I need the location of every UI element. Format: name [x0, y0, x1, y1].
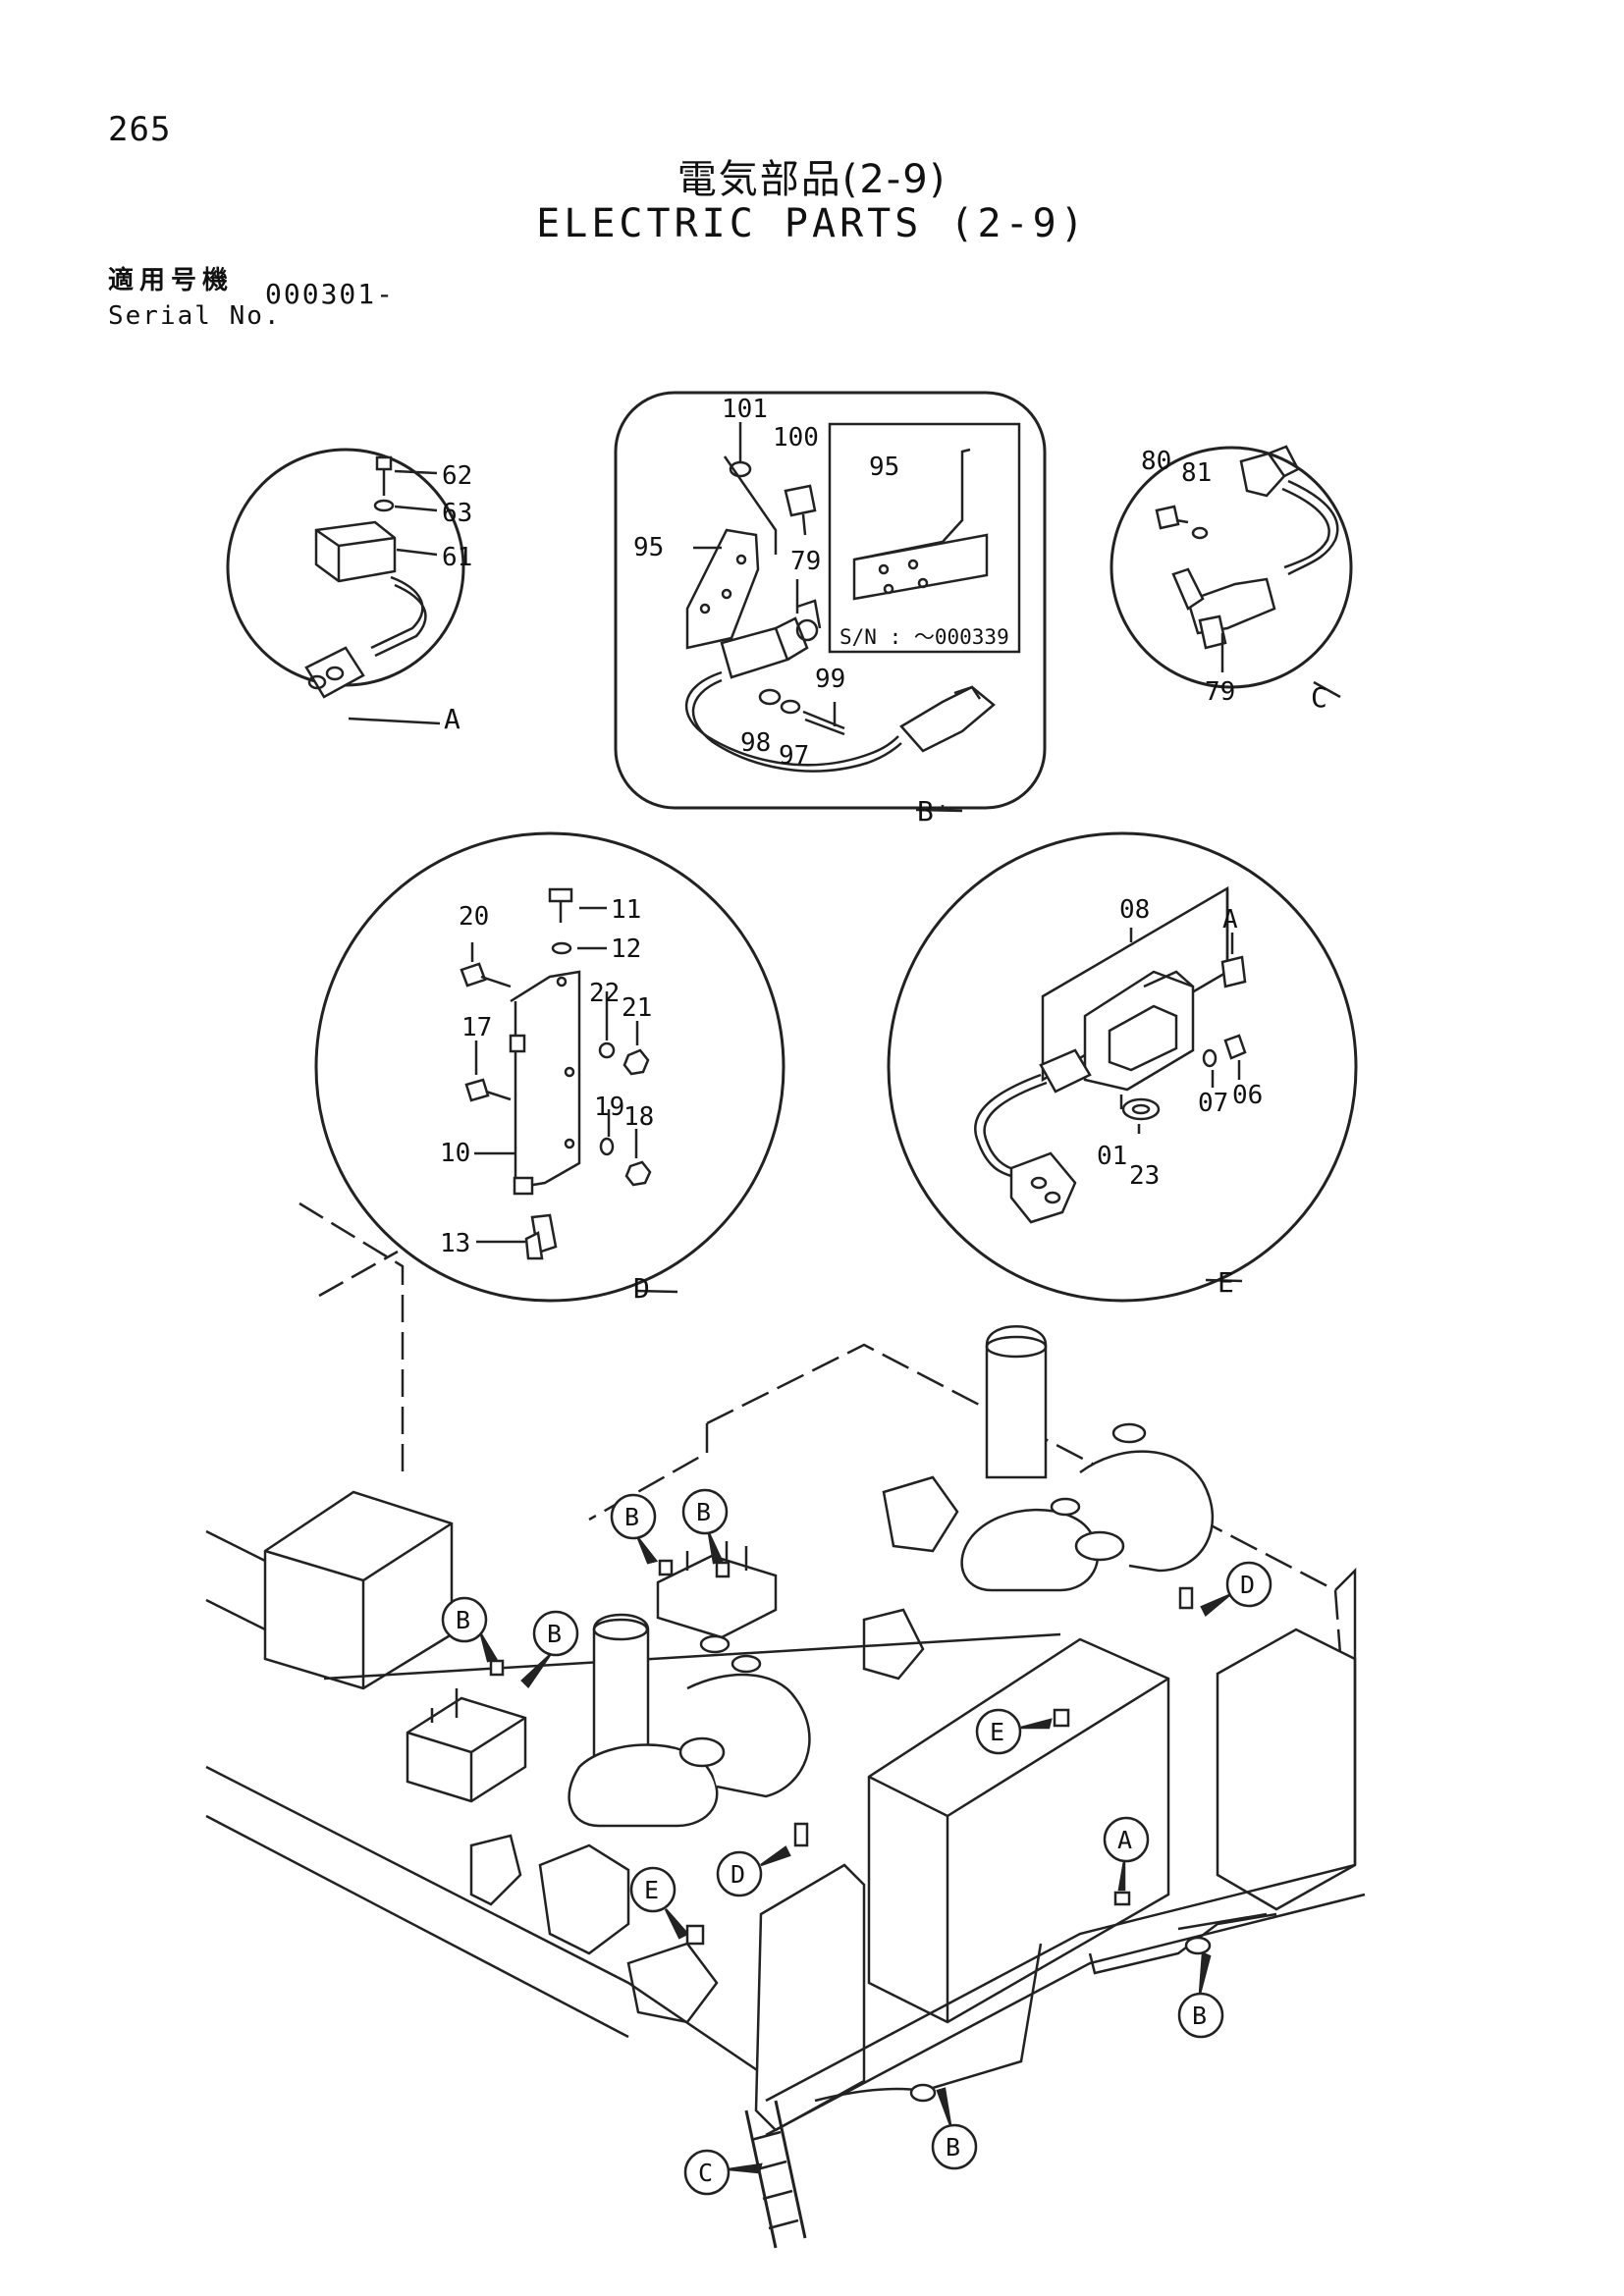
detail-c-circle: [1110, 446, 1353, 689]
detail-a-part-62: 62: [442, 461, 472, 491]
detail-c: [1110, 445, 1353, 699]
detail-e-part-23: 23: [1129, 1161, 1160, 1191]
detail-d-circle: [314, 831, 785, 1303]
callout-d-2-label: D: [731, 1860, 745, 1889]
callout-d-2: [716, 1850, 763, 1897]
detail-e-part-a: A: [1222, 905, 1238, 934]
callout-e-1: [975, 1708, 1022, 1755]
detail-c-part-79: 79: [1205, 677, 1235, 707]
detail-b-part-97: 97: [779, 741, 809, 771]
callout-b-2: [681, 1488, 729, 1535]
page-number: 265: [108, 110, 172, 149]
detail-b-part-98: 98: [740, 728, 771, 758]
callout-e-1-label: E: [990, 1718, 1004, 1746]
callout-a-1: [1103, 1816, 1150, 1863]
detail-d-part-20: 20: [459, 902, 489, 932]
detail-d-part-10: 10: [440, 1139, 470, 1168]
serial-label-english: Serial No.: [108, 301, 282, 331]
detail-a-letter: A: [444, 703, 460, 735]
detail-d-letter: D: [633, 1272, 650, 1305]
detail-e-circle: [887, 831, 1358, 1303]
detail-c-part-80: 80: [1141, 447, 1171, 476]
callout-e-2: [629, 1866, 677, 1913]
detail-d-part-18: 18: [623, 1102, 654, 1132]
detail-b-frame: [614, 391, 1047, 810]
detail-e-part-08: 08: [1119, 895, 1150, 925]
detail-b-part-79: 79: [790, 547, 821, 576]
callout-b-4: [532, 1610, 579, 1657]
callout-a-1-label: A: [1117, 1826, 1132, 1854]
main-callout-labels: B B B B D E D E A B B C: [456, 1498, 1255, 2187]
callout-c-1: [683, 2149, 731, 2196]
detail-a-labels: 62 63 61 A: [442, 461, 472, 735]
detail-d-part-17: 17: [461, 1013, 492, 1042]
detail-e-part-07: 07: [1198, 1089, 1228, 1118]
detail-b: [614, 391, 1047, 813]
detail-b-inset-frame: [828, 422, 1021, 654]
detail-e-letter: E: [1218, 1266, 1234, 1299]
callout-d-1-label: D: [1240, 1571, 1255, 1599]
detail-c-labels: 80 81 79 C: [1141, 447, 1327, 714]
callout-b-2-label: B: [696, 1498, 711, 1526]
detail-c-letter: C: [1311, 681, 1327, 714]
detail-d-part-19: 19: [594, 1093, 624, 1122]
detail-b-labels: 101 100 95 79 99 98 97 95 S/N : ～000339 …: [633, 395, 1009, 828]
title-english: ELECTRIC PARTS (2-9): [536, 201, 1088, 246]
callout-b-6: [931, 2123, 978, 2170]
detail-b-letter: B: [917, 795, 934, 828]
callout-b-5-label: B: [1192, 2002, 1207, 2030]
detail-d-part-22: 22: [589, 979, 620, 1008]
title-japanese: 電気部品(2-9): [677, 157, 947, 202]
detail-d-part-13: 13: [440, 1229, 470, 1258]
callout-b-1: [610, 1493, 657, 1540]
detail-b-inset-serial: S/N : ～000339: [839, 625, 1009, 649]
machine-outline: [205, 1201, 1366, 2249]
callout-b-4-label: B: [547, 1620, 562, 1648]
callout-b-1-label: B: [624, 1503, 639, 1531]
callout-b-3-label: B: [456, 1606, 470, 1634]
detail-d-labels: 20 11 12 22 21 17 19 18 10 13 D: [440, 895, 654, 1305]
detail-b-part-95: 95: [633, 533, 664, 562]
serial-label-japanese: 適用号機: [108, 266, 235, 295]
detail-b-part-99: 99: [815, 665, 845, 694]
detail-e-part-06: 06: [1232, 1081, 1263, 1110]
main-callouts: [441, 1488, 1272, 2196]
detail-d-part-21: 21: [622, 993, 652, 1023]
callout-d-1: [1225, 1561, 1272, 1608]
detail-c-part-81: 81: [1181, 458, 1212, 488]
detail-e-part-01: 01: [1097, 1142, 1127, 1171]
detail-a-part-63: 63: [442, 499, 472, 528]
detail-d: [314, 831, 785, 1303]
callout-e-2-label: E: [644, 1876, 659, 1904]
detail-d-part-11: 11: [611, 895, 641, 925]
callout-b-3: [441, 1596, 488, 1643]
detail-d-part-12: 12: [611, 934, 641, 964]
callout-b-6-label: B: [946, 2133, 960, 2162]
detail-a-part-61: 61: [442, 543, 472, 572]
detail-e: [887, 831, 1358, 1303]
callout-c-1-label: C: [698, 2159, 713, 2187]
serial-number-value: 000301-: [265, 278, 396, 310]
detail-e-labels: 08 A 07 06 01 23 E: [1097, 895, 1263, 1299]
detail-b-part-101: 101: [722, 395, 768, 424]
detail-b-part-100: 100: [773, 423, 819, 453]
detail-b-inset-part-95: 95: [869, 453, 899, 482]
detail-a: [226, 448, 465, 725]
